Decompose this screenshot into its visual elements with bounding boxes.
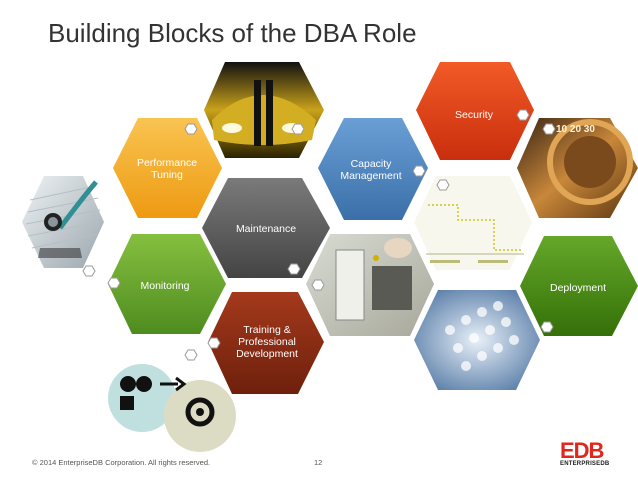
hex-training: Training & Professional Development (208, 292, 324, 394)
chart-screenshot-image (414, 176, 532, 270)
hex-security: Security (416, 62, 534, 160)
hex-label-tuning: Tuning (151, 169, 183, 181)
race-car-image (204, 62, 324, 158)
hex-label-management: Management (340, 170, 401, 182)
hex-monitoring: Monitoring (108, 234, 226, 334)
hex-label-security: Security (455, 109, 494, 121)
logo-main-text: EDB (560, 438, 604, 463)
logo-sub-text: ENTERPRISEDB (560, 461, 610, 467)
copyright-footer: © 2014 EnterpriseDB Corporation. All rig… (32, 458, 211, 467)
process-pictogram-image (104, 348, 236, 452)
technician-image (306, 234, 434, 336)
hex-label-professional: Professional (238, 336, 296, 348)
hex-maintenance: Maintenance (202, 178, 330, 278)
hex-label-deployment: Deployment (550, 282, 606, 294)
slide-title: Building Blocks of the DBA Role (48, 18, 417, 48)
svg-text:10 20 30: 10 20 30 (556, 124, 595, 135)
hex-label-capacity: Capacity (351, 158, 393, 170)
connector-nodes (82, 109, 556, 361)
hex-label-maintenance: Maintenance (236, 223, 296, 235)
hex-label-monitoring: Monitoring (140, 280, 189, 292)
hex-label-training: Training & (243, 324, 290, 336)
hex-capacity-management: Capacity Management (318, 118, 428, 220)
dome-building-image (414, 290, 540, 390)
edb-logo: EDB ENTERPRISEDB (560, 440, 620, 470)
hex-label-development: Development (236, 348, 298, 360)
safe-dial-image: 10 20 30 (517, 118, 638, 218)
hex-label-performance: Performance (137, 157, 197, 169)
hex-deployment: Deployment (520, 236, 638, 336)
hex-performance-tuning: Performance Tuning (113, 118, 222, 218)
keyboard-stethoscope-image (22, 176, 104, 268)
page-number: 12 (314, 458, 323, 467)
